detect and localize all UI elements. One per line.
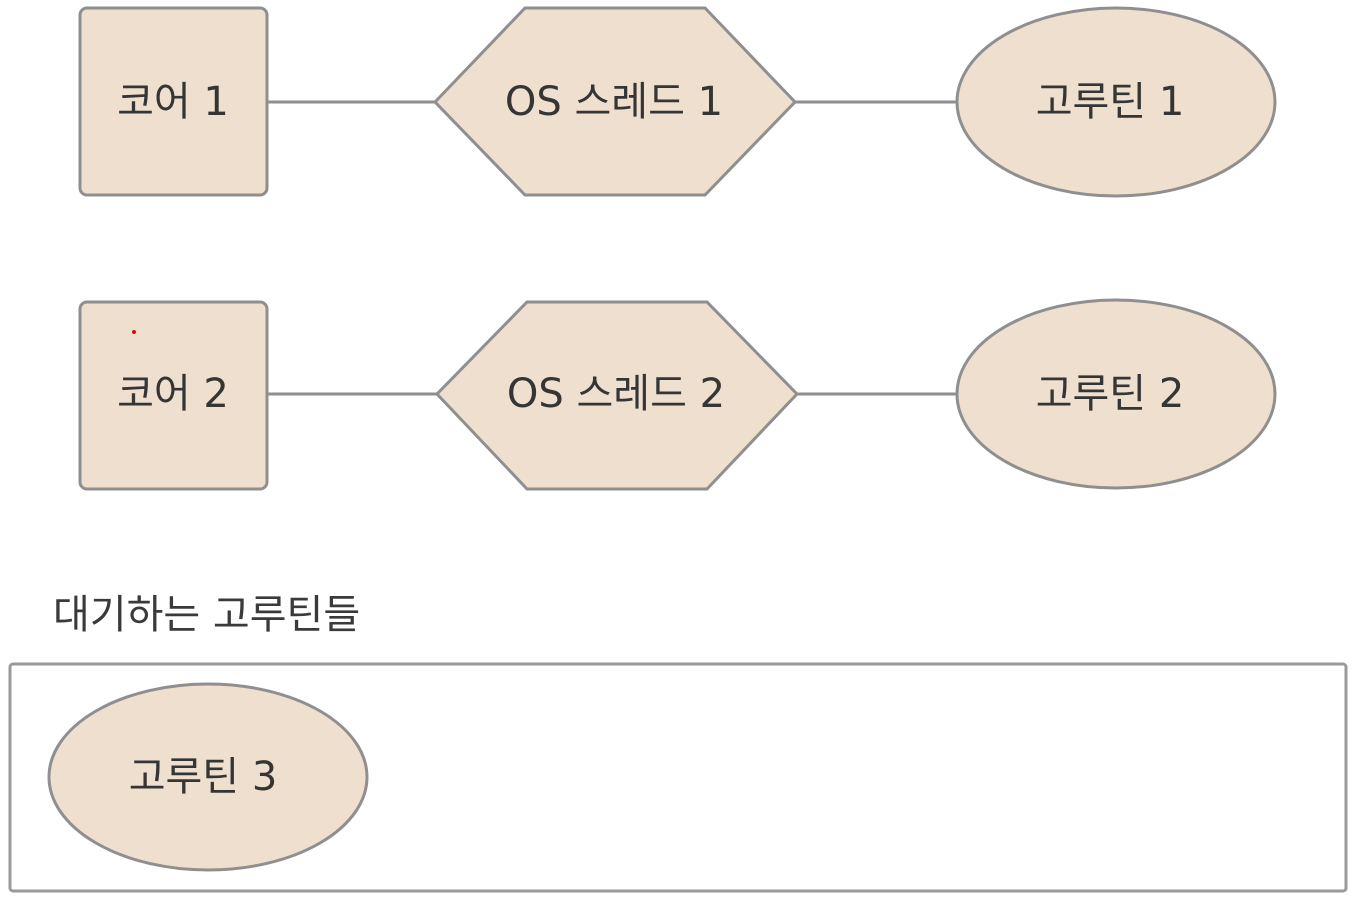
red-dot-marker [132, 330, 136, 334]
scheduler-row-1: 코어 1 OS 스레드 1 고루틴 1 [78, 6, 1277, 198]
os-thread-1-label: OS 스레드 1 [505, 79, 723, 125]
goroutine-2-node [955, 298, 1277, 490]
core-1-node [78, 6, 269, 197]
waiting-goroutines-title: 대기하는 고루틴들 [53, 592, 360, 638]
core-2-node [78, 300, 269, 491]
goroutine-3-node [47, 682, 369, 872]
scheduler-row-2: 코어 2 OS 스레드 2 고루틴 2 [78, 298, 1277, 491]
goroutine-3-label: 고루틴 3 [129, 754, 278, 800]
goroutine-1-label: 고루틴 1 [1036, 79, 1185, 125]
waiting-goroutines-box [8, 662, 1348, 893]
core-2-label: 코어 2 [117, 371, 229, 417]
core-1-label: 코어 1 [117, 79, 229, 125]
os-thread-2-node [434, 300, 800, 491]
goroutine-2-label: 고루틴 2 [1036, 371, 1185, 417]
os-thread-1-node [432, 6, 798, 197]
goroutine-1-node [955, 6, 1277, 198]
os-thread-2-label: OS 스레드 2 [507, 371, 725, 417]
waiting-goroutines-section: 대기하는 고루틴들 고루틴 3 [8, 592, 1348, 893]
